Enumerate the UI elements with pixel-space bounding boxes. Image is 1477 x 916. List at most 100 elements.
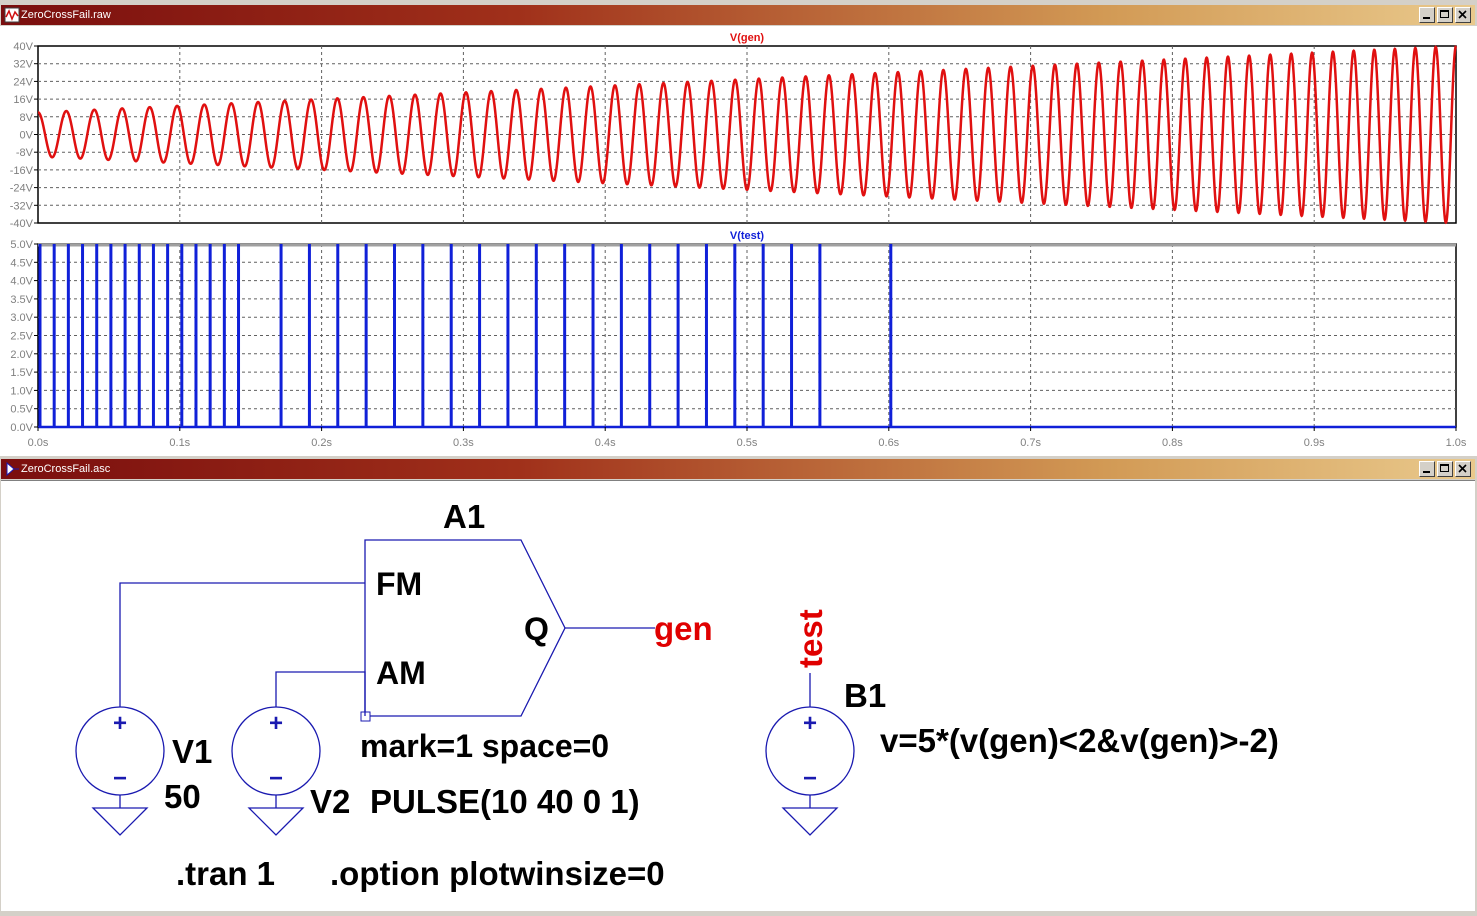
vtest-y-ticks: 5.0V 4.5V 4.0V 3.5V 3.0V 2.5V 2.0V 1.5V 1.0V 0.5V…: [10, 239, 38, 434]
x-tick-label: 0.6s: [878, 437, 899, 449]
vtest-y-tick-label: 4.5V: [10, 257, 33, 269]
component-v1[interactable]: + − V1 50: [75, 706, 212, 836]
x-tick-label: 0.4s: [595, 437, 616, 449]
directive-option[interactable]: .option plotwinsize=0: [330, 855, 665, 892]
minimize-icon: [1423, 471, 1430, 473]
waveform-icon: [4, 7, 20, 23]
v2-plus-sign: +: [269, 710, 283, 737]
v1-refdes[interactable]: V1: [172, 733, 212, 770]
component-b1[interactable]: + − B1 v=5*(v(gen)<2&v(gen)>-2): [765, 677, 1279, 836]
b1-source-symbol[interactable]: [765, 706, 855, 796]
maximize-icon: [1440, 10, 1449, 18]
vgen-y-tick-label: -40V: [10, 218, 34, 230]
wire-v1-fm[interactable]: [119, 582, 365, 707]
plot-close-button[interactable]: [1455, 7, 1471, 23]
v2-value[interactable]: PULSE(10 40 0 1): [370, 783, 640, 820]
vgen-y-ticks: 40V 32V 24V 16V 8V 0V -8V -16V -24V -32V -40V: [10, 41, 38, 230]
vgen-y-tick-label: -32V: [10, 200, 34, 212]
vtest-y-tick-label: 3.0V: [10, 312, 33, 324]
vgen-y-tick-label: 0V: [20, 130, 34, 142]
x-tick-label: 0.5s: [737, 437, 758, 449]
x-tick-label: 0.9s: [1304, 437, 1325, 449]
component-v2[interactable]: + − V2 PULSE(10 40 0 1): [231, 706, 640, 836]
vtest-y-tick-label: 1.5V: [10, 367, 33, 379]
vgen-y-tick-label: -8V: [16, 147, 34, 159]
v2-source-symbol[interactable]: [231, 706, 321, 796]
directive-tran[interactable]: .tran 1: [176, 855, 275, 892]
close-icon: [1458, 10, 1467, 19]
vtest-y-tick-label: 5.0V: [10, 239, 33, 251]
x-tick-label: 0.2s: [311, 437, 332, 449]
a1-pin-q: Q: [524, 611, 549, 647]
a1-params[interactable]: mark=1 space=0: [360, 728, 609, 764]
vgen-y-tick-label: 8V: [20, 112, 34, 124]
b1-plus-sign: +: [803, 710, 817, 737]
v1-plus-sign: +: [113, 710, 127, 737]
v2-refdes[interactable]: V2: [310, 783, 350, 820]
b1-value[interactable]: v=5*(v(gen)<2&v(gen)>-2): [880, 722, 1279, 759]
a1-refdes[interactable]: A1: [443, 498, 485, 535]
minimize-icon: [1423, 17, 1430, 19]
schematic-close-button[interactable]: [1455, 461, 1471, 477]
plot-maximize-button[interactable]: [1437, 7, 1453, 23]
vtest-y-tick-label: 3.5V: [10, 294, 33, 306]
close-icon: [1458, 464, 1467, 473]
schematic-minimize-button[interactable]: [1419, 461, 1435, 477]
trace-title-vtest[interactable]: V(test): [730, 230, 765, 242]
x-tick-label: 0.8s: [1162, 437, 1183, 449]
plot-canvas[interactable]: V(gen) 40V 32V 24V 16V 8V 0V -8V -16V -24V -32V -4…: [0, 26, 1477, 456]
vgen-trace[interactable]: [37, 45, 1457, 225]
vtest-grid: [38, 244, 1456, 427]
vgen-y-tick-label: 24V: [13, 76, 33, 88]
x-tick-label: 0.3s: [453, 437, 474, 449]
waveform-viewer-window: ZeroCrossFail.raw V(gen) 40V 32V 24V 16V 8V 0…: [0, 5, 1477, 456]
x-axis-ticks: 0.0s 0.1s 0.2s 0.3s 0.4s 0.5s 0.6s 0.7s 0.8s 0.9s…: [28, 427, 1467, 449]
x-tick-label: 0.1s: [169, 437, 190, 449]
v1-minus-sign: −: [113, 765, 127, 792]
plot-window-titlebar[interactable]: ZeroCrossFail.raw: [1, 5, 1475, 25]
vgen-y-tick-label: -16V: [10, 165, 34, 177]
vtest-y-tick-label: 2.0V: [10, 349, 33, 361]
vtest-y-tick-label: 0.5V: [10, 404, 33, 416]
vtest-y-tick-label: 1.0V: [10, 385, 33, 397]
schematic-window-title: ZeroCrossFail.asc: [21, 463, 111, 475]
schematic-icon: [6, 461, 19, 477]
maximize-icon: [1440, 464, 1449, 472]
vtest-y-tick-label: 0.0V: [10, 422, 33, 434]
wire-v2-am[interactable]: [275, 671, 366, 716]
vtest-trace[interactable]: [38, 244, 1456, 429]
schematic-editor-window: ZeroCrossFail.asc A1 FM AM Q mark=1 spac…: [0, 459, 1477, 913]
vgen-y-tick-label: -24V: [10, 183, 34, 195]
vgen-y-tick-label: 16V: [13, 94, 33, 106]
pane-vgen[interactable]: V(gen) 40V 32V 24V 16V 8V 0V -8V -16V -24V -32V -4…: [10, 32, 1457, 230]
vgen-y-tick-label: 40V: [13, 41, 33, 53]
a1-pin-am: AM: [376, 655, 426, 691]
ground-icon: [91, 807, 149, 836]
net-label-test[interactable]: test: [792, 609, 829, 668]
plot-area[interactable]: V(gen) 40V 32V 24V 16V 8V 0V -8V -16V -24V -32V -4…: [0, 26, 1477, 456]
vtest-y-tick-label: 2.5V: [10, 331, 33, 343]
component-a1[interactable]: A1 FM AM Q mark=1 space=0: [360, 498, 609, 764]
schematic-window-titlebar[interactable]: ZeroCrossFail.asc: [1, 459, 1475, 479]
v1-source-symbol[interactable]: [75, 706, 165, 796]
vgen-y-tick-label: 32V: [13, 59, 33, 71]
a1-pin-fm: FM: [376, 566, 422, 602]
net-label-gen[interactable]: gen: [654, 610, 713, 647]
x-tick-label: 0.0s: [28, 437, 49, 449]
schematic-canvas[interactable]: A1 FM AM Q mark=1 space=0 + −: [1, 480, 1475, 911]
ground-icon: [247, 807, 305, 836]
pane-vtest[interactable]: V(test) 5.0V 4.5V 4.0V 3.5V 3.0V 2.5V 2.0V 1.5V…: [10, 230, 1457, 434]
v2-minus-sign: −: [269, 765, 283, 792]
x-tick-label: 1.0s: [1446, 437, 1467, 449]
trace-title-vgen[interactable]: V(gen): [730, 32, 765, 44]
b1-minus-sign: −: [803, 765, 817, 792]
ground-icon: [781, 807, 839, 836]
vtest-y-tick-label: 4.0V: [10, 276, 33, 288]
x-tick-label: 0.7s: [1020, 437, 1041, 449]
schematic-maximize-button[interactable]: [1437, 461, 1453, 477]
b1-refdes[interactable]: B1: [844, 677, 886, 714]
plot-window-title: ZeroCrossFail.raw: [21, 9, 111, 21]
v1-value[interactable]: 50: [164, 778, 201, 815]
plot-minimize-button[interactable]: [1419, 7, 1435, 23]
wires: [119, 582, 811, 808]
